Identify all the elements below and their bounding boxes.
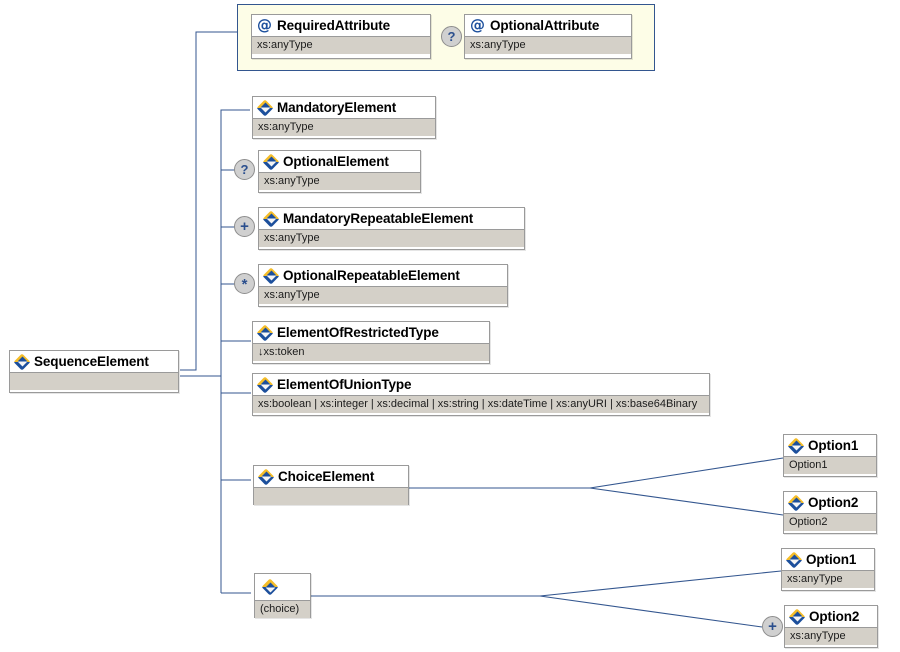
node-name: ElementOfRestrictedType <box>277 325 439 340</box>
node-element-of-union-type[interactable]: ElementOfUnionType xs:boolean | xs:integ… <box>252 373 710 416</box>
node-name: ChoiceElement <box>278 469 375 484</box>
node-type: xs:anyType <box>259 286 507 304</box>
cardinality-marker-mandatory-repeatable-element: + <box>234 216 255 237</box>
node-sequence-element[interactable]: SequenceElement <box>9 350 179 393</box>
node-type: Option1 <box>784 456 876 474</box>
node-title-row: Option1 <box>782 549 874 570</box>
node-name: SequenceElement <box>34 354 149 369</box>
node-anonymous-choice[interactable]: (choice) <box>254 573 311 618</box>
node-name: MandatoryElement <box>277 100 397 115</box>
node-name: Option1 <box>806 552 857 567</box>
node-type: xs:anyType <box>785 627 877 645</box>
node-element-of-restricted-type[interactable]: ElementOfRestrictedType ↓xs:token <box>252 321 490 364</box>
node-anon-option-2[interactable]: Option2 xs:anyType <box>784 605 878 648</box>
node-name: Option1 <box>808 438 859 453</box>
node-type: xs:anyType <box>259 229 524 247</box>
node-name: OptionalAttribute <box>490 18 600 33</box>
node-type: xs:anyType <box>465 36 631 54</box>
node-type: Option2 <box>784 513 876 531</box>
cardinality-marker-optional-repeatable-element: * <box>234 273 255 294</box>
node-title-row: ElementOfUnionType <box>253 374 709 395</box>
node-type: ↓xs:token <box>253 343 489 361</box>
element-icon <box>257 468 275 485</box>
node-choice-option-1[interactable]: Option1 Option1 <box>783 434 877 477</box>
element-icon <box>256 324 274 341</box>
node-title-row: Option2 <box>785 606 877 627</box>
node-title-row <box>255 574 310 600</box>
element-icon <box>256 99 274 116</box>
node-mandatory-element[interactable]: MandatoryElement xs:anyType <box>252 96 436 139</box>
element-icon <box>788 608 806 625</box>
node-name: Option2 <box>808 495 859 510</box>
node-type: xs:anyType <box>782 570 874 588</box>
node-title-row: Option2 <box>784 492 876 513</box>
node-title-row: @ RequiredAttribute <box>252 15 430 36</box>
node-title-row: ChoiceElement <box>254 466 408 487</box>
element-icon <box>13 353 31 370</box>
node-title-row: Option1 <box>784 435 876 456</box>
node-title-row: OptionalElement <box>259 151 420 172</box>
element-icon <box>261 578 279 596</box>
node-mandatory-repeatable-element[interactable]: MandatoryRepeatableElement xs:anyType <box>258 207 525 250</box>
node-title-row: OptionalRepeatableElement <box>259 265 507 286</box>
node-type: xs:boolean | xs:integer | xs:decimal | x… <box>253 395 709 413</box>
node-name: OptionalElement <box>283 154 389 169</box>
cardinality-marker-optional-attribute: ? <box>441 26 462 47</box>
element-icon <box>262 267 280 284</box>
element-icon <box>787 494 805 511</box>
node-optional-element[interactable]: OptionalElement xs:anyType <box>258 150 421 193</box>
node-title-row: @ OptionalAttribute <box>465 15 631 36</box>
node-optional-attribute[interactable]: @ OptionalAttribute xs:anyType <box>464 14 632 59</box>
node-type: (choice) <box>255 600 310 618</box>
node-name: RequiredAttribute <box>277 18 391 33</box>
attribute-icon: @ <box>470 16 485 34</box>
node-type <box>254 487 408 505</box>
node-required-attribute[interactable]: @ RequiredAttribute xs:anyType <box>251 14 431 59</box>
element-icon <box>785 551 803 568</box>
cardinality-marker-anon-option-2: + <box>762 616 783 637</box>
node-name: ElementOfUnionType <box>277 377 412 392</box>
element-icon <box>262 210 280 227</box>
node-choice-element[interactable]: ChoiceElement <box>253 465 409 505</box>
node-type: xs:anyType <box>253 118 435 136</box>
attribute-icon: @ <box>257 16 272 34</box>
node-type: xs:anyType <box>259 172 420 190</box>
node-optional-repeatable-element[interactable]: OptionalRepeatableElement xs:anyType <box>258 264 508 307</box>
node-type <box>10 372 178 390</box>
element-icon <box>787 437 805 454</box>
element-icon <box>256 376 274 393</box>
node-name: MandatoryRepeatableElement <box>283 211 474 226</box>
node-type: xs:anyType <box>252 36 430 54</box>
node-choice-option-2[interactable]: Option2 Option2 <box>783 491 877 534</box>
node-title-row: MandatoryRepeatableElement <box>259 208 524 229</box>
node-name: OptionalRepeatableElement <box>283 268 460 283</box>
node-title-row: SequenceElement <box>10 351 178 372</box>
element-icon <box>262 153 280 170</box>
node-anon-option-1[interactable]: Option1 xs:anyType <box>781 548 875 591</box>
cardinality-marker-optional-element: ? <box>234 159 255 180</box>
node-title-row: MandatoryElement <box>253 97 435 118</box>
node-title-row: ElementOfRestrictedType <box>253 322 489 343</box>
node-name: Option2 <box>809 609 860 624</box>
